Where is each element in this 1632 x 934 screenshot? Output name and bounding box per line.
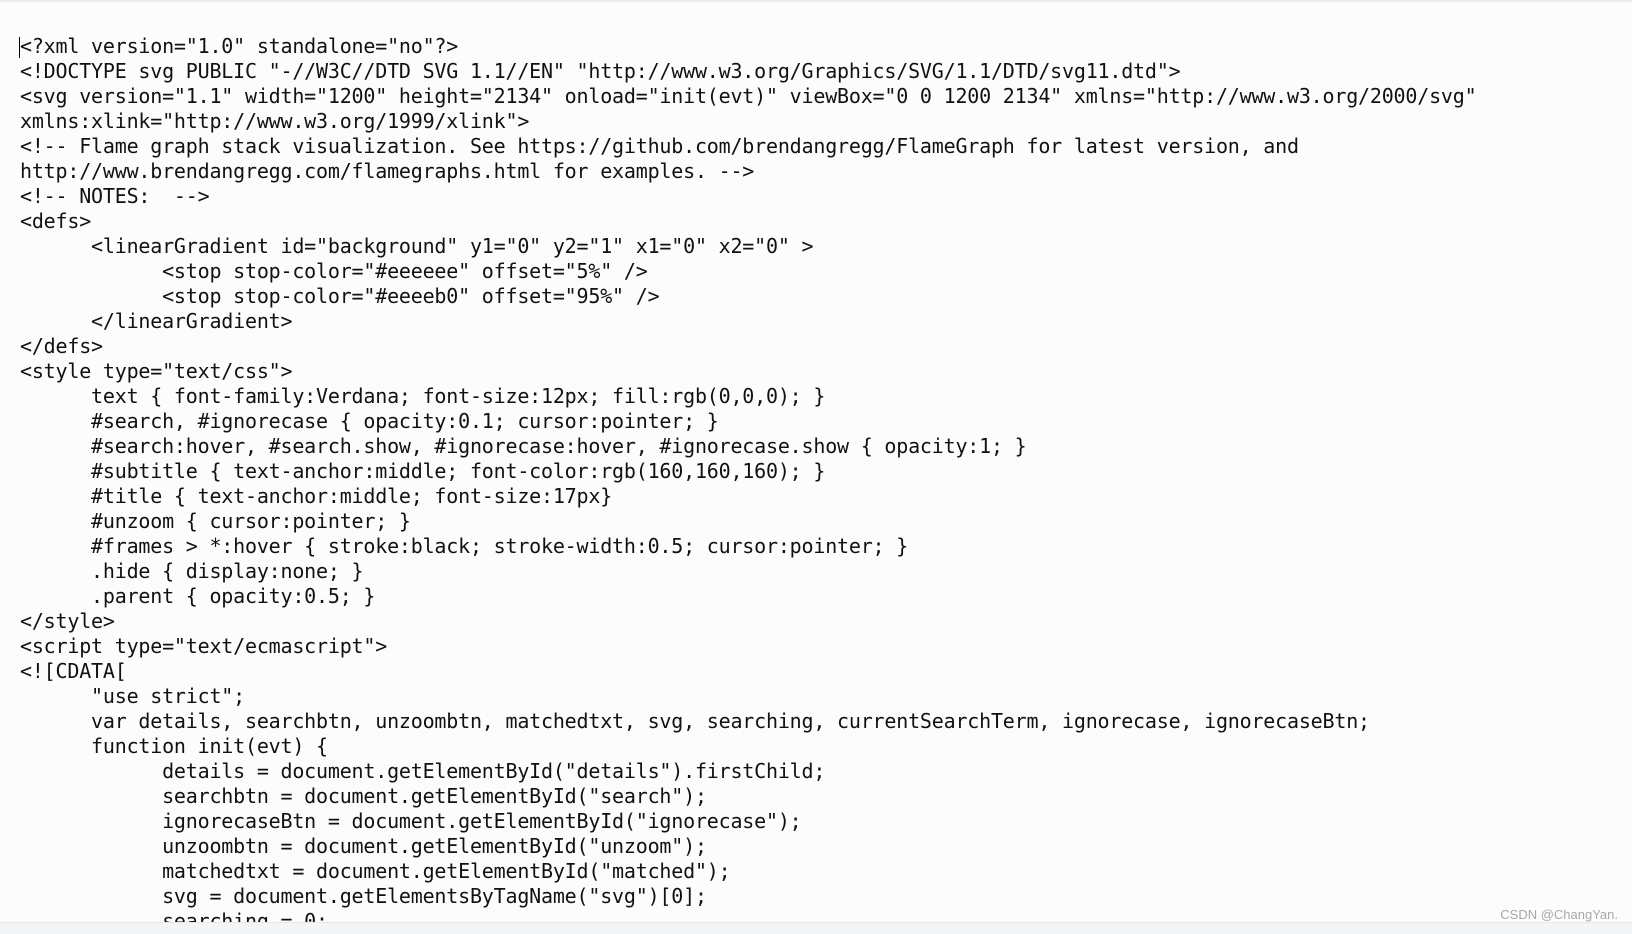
code-line: #unzoom { cursor:pointer; } [20, 509, 411, 533]
text-caret [19, 37, 20, 58]
code-line: searchbtn = document.getElementById("sea… [20, 784, 707, 808]
code-line: <stop stop-color="#eeeeb0" offset="95%" … [20, 284, 660, 308]
watermark: CSDN @ChangYan. [1500, 907, 1618, 922]
code-line: #frames > *:hover { stroke:black; stroke… [20, 534, 909, 558]
code-line: ignorecaseBtn = document.getElementById(… [20, 809, 802, 833]
code-line: </style> [20, 609, 115, 633]
code-line: <![CDATA[ [20, 659, 127, 683]
code-text-area[interactable]: <?xml version="1.0" standalone="no"?><!D… [20, 34, 1620, 924]
code-line: var details, searchbtn, unzoombtn, match… [20, 709, 1370, 733]
code-line: <defs> [20, 209, 92, 233]
code-line: "use strict"; [20, 684, 245, 708]
code-line: .parent { opacity:0.5; } [20, 584, 376, 608]
code-line: <?xml version="1.0" standalone="no"?> [20, 34, 459, 58]
code-line: <linearGradient id="background" y1="0" y… [20, 234, 814, 258]
code-line: text { font-family:Verdana; font-size:12… [20, 384, 826, 408]
code-line: http://www.brendangregg.com/flamegraphs.… [20, 159, 755, 183]
code-line: xmlns:xlink="http://www.w3.org/1999/xlin… [20, 109, 530, 133]
bottom-edge [0, 922, 1632, 934]
code-line: details = document.getElementById("detai… [20, 759, 826, 783]
code-line: <style type="text/css"> [20, 359, 293, 383]
code-line: svg = document.getElementsByTagName("svg… [20, 884, 707, 908]
code-line: unzoombtn = document.getElementById("unz… [20, 834, 707, 858]
code-line: <stop stop-color="#eeeeee" offset="5%" /… [20, 259, 648, 283]
code-line: #subtitle { text-anchor:middle; font-col… [20, 459, 826, 483]
code-line: function init(evt) { [20, 734, 328, 758]
code-line: <!-- Flame graph stack visualization. Se… [20, 134, 1299, 158]
code-line: matchedtxt = document.getElementById("ma… [20, 859, 731, 883]
code-line: </linearGradient> [20, 309, 293, 333]
code-line: <!DOCTYPE svg PUBLIC "-//W3C//DTD SVG 1.… [20, 59, 1181, 83]
code-line: <script type="text/ecmascript"> [20, 634, 388, 658]
code-line: </defs> [20, 334, 103, 358]
code-line: .hide { display:none; } [20, 559, 364, 583]
code-line: #search, #ignorecase { opacity:0.1; curs… [20, 409, 719, 433]
code-line: <!-- NOTES: --> [20, 184, 210, 208]
code-line: #title { text-anchor:middle; font-size:1… [20, 484, 613, 508]
code-line: <svg version="1.1" width="1200" height="… [20, 84, 1477, 108]
code-line: searching = 0; [20, 909, 328, 924]
code-line: #search:hover, #search.show, #ignorecase… [20, 434, 1027, 458]
